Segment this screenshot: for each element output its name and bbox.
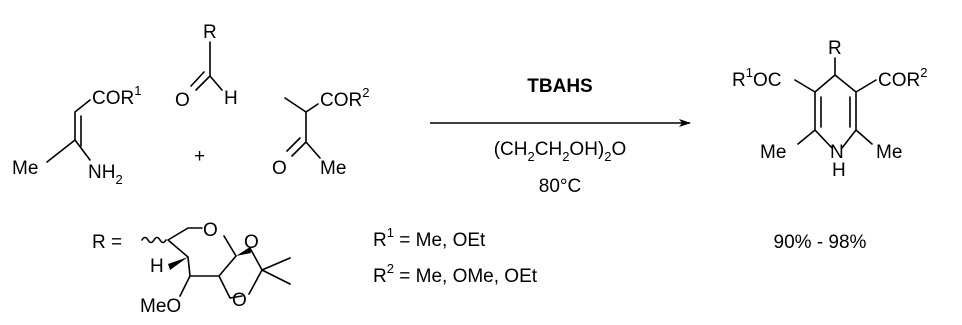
product-r1oc-label: R1OC: [732, 65, 781, 91]
temperature-label: 80°C: [539, 176, 581, 197]
aldehyde-h-label: H: [224, 88, 238, 109]
sugar-ring-o-label: O: [203, 220, 218, 241]
sugar-o2-label: O: [232, 290, 247, 311]
sugar-ring-bonds: [167, 227, 291, 299]
ketoester-me-label: Me: [320, 158, 346, 179]
r2-definition: R2 = Me, OMe, OEt: [373, 261, 538, 287]
aldehyde-r-label: R: [203, 22, 217, 43]
dihydropyridine-product: R R1OC COR2 Me Me N H 90% - 98%: [732, 38, 927, 253]
product-ring-bonds: [794, 57, 877, 149]
wavy-bond: [141, 236, 167, 244]
sugar-meo-label: MeO: [140, 296, 181, 317]
wedge-bond-o1: [236, 247, 251, 256]
enamine-bonds: [46, 99, 91, 163]
product-cor2-label: COR2: [878, 65, 927, 91]
aldehyde-reactant: R O H: [175, 22, 238, 111]
wedge-bond-h: [168, 257, 188, 270]
enamine-nh2-label: NH2: [88, 162, 123, 187]
sugar-o1-label: O: [244, 232, 259, 253]
product-me-left-label: Me: [760, 142, 786, 163]
ketoester-o-label: O: [272, 158, 287, 179]
product-me-right-label: Me: [876, 142, 902, 163]
ketoester-cor2-label: COR2: [320, 85, 369, 111]
r-equals-label: R =: [92, 232, 122, 253]
enamine-me-label: Me: [12, 158, 38, 179]
product-yield-label: 90% - 98%: [774, 232, 867, 253]
catalyst-label: TBAHS: [527, 76, 592, 97]
product-n-label: N: [830, 142, 844, 163]
product-h-label: H: [832, 160, 846, 181]
product-r-label: R: [828, 38, 842, 59]
r-substituent-definition: R = H O O O MeO: [92, 220, 291, 317]
enamine-cor1-label: COR1: [92, 83, 141, 109]
aldehyde-o-label: O: [175, 90, 190, 111]
sugar-h-label: H: [150, 256, 164, 277]
solvent-label: (CH2CH2OH)2O: [494, 139, 627, 164]
plus-sign: +: [194, 146, 205, 167]
reaction-arrow-group: TBAHS (CH2CH2OH)2O 80°C: [430, 76, 691, 197]
aldehyde-bonds: [190, 41, 223, 91]
enamine-reactant: COR1 Me NH2: [12, 83, 141, 187]
ketoester-bonds: [284, 97, 321, 159]
r1-definition: R1 = Me, OEt: [373, 225, 486, 251]
ketoester-reactant: COR2 O Me: [272, 85, 369, 179]
